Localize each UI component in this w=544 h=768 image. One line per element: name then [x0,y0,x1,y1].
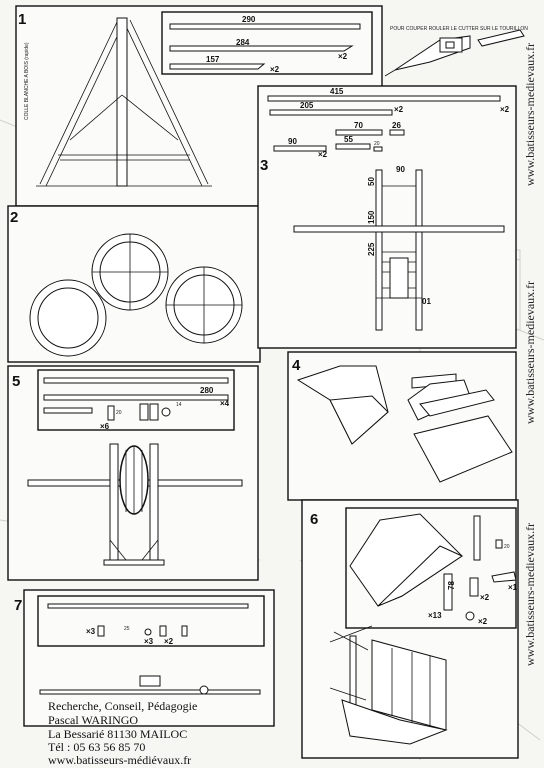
part-bracket-1 [139,403,149,421]
dim-20-a: 20 [374,141,380,147]
side-url-2: www.batisseurs-medievaux.fr [523,281,537,424]
mult-x2-d: ×2 [394,105,404,114]
mult-x2-c: ×2 [500,105,510,114]
step-6-panel: 6 20 78 ×2 ×1 ×13 ×2 [301,499,519,759]
mult-x2-b: ×2 [270,65,280,74]
step-4-panel: 4 [287,351,517,501]
cutter-drawing [384,29,525,77]
part-70 [335,129,383,136]
step-5-number: 5 [12,373,20,390]
measure-50: 50 [367,177,376,186]
part-157 [169,63,266,70]
footer-line-5: www.batisseurs-médiévaux.fr [48,753,191,767]
part-peg [97,625,105,637]
cutter-note-area: POUR COUPER ROULER LE CUTTER SUR LE TOUR… [384,26,528,77]
step-4-scoops-drawing [296,365,513,483]
part-washer [161,407,171,417]
step-3-frame [257,85,517,349]
dim-70: 70 [354,121,363,130]
dim-284: 284 [236,38,250,47]
part-long-rod [47,603,249,609]
dim-205: 205 [300,101,314,110]
step-1-number: 1 [18,11,26,28]
glue-note: COLLE BLANCHE A BOIS (rapide) [24,42,30,120]
part-290 [169,23,361,30]
mult-x13: ×13 [428,611,442,620]
measure-150: 150 [367,210,376,224]
measure-90: 90 [396,165,405,174]
part-dowel [473,515,481,561]
dim-20-b: 20 [116,410,122,416]
step-3-number: 3 [260,157,268,174]
a-frame-drawing [36,17,212,187]
step-6-number: 6 [310,511,318,528]
part-284 [169,45,354,52]
mult-x3-a: ×3 [86,627,96,636]
mult-x2-h: ×2 [164,637,174,646]
step-5-panel: 5 280 ×4 ×6 20 14 [7,365,259,581]
part-peg-2 [159,625,167,637]
part-pin [491,571,517,583]
step-2-number: 2 [10,209,18,226]
dim-26: 26 [392,121,401,130]
dim-90: 90 [288,137,297,146]
measure-225: 225 [367,242,376,256]
part-bracket-2 [149,403,159,421]
part-small-bar [43,407,93,414]
dim-157: 157 [206,55,220,64]
wheel-rings-drawing [29,233,243,357]
mult-x2-f: ×2 [480,593,490,602]
dim-55: 55 [344,135,353,144]
ladder-drawing [293,169,505,331]
step-5-axle-drawing [27,443,243,566]
dim-280: 280 [200,386,214,395]
step-3-panel: 3 415 ×2 205 ×2 70 26 90 ×2 55 20 90 [257,85,517,349]
mult-x4: ×4 [220,399,230,408]
mult-x6: ×6 [100,422,110,431]
part-rod-1 [43,377,229,384]
step-2-panel: 2 [7,205,261,363]
step-6-assembly-drawing [329,625,448,745]
part-205 [269,109,393,116]
cutter-note: POUR COUPER ROULER LE CUTTER SUR LE TOUR… [390,26,528,32]
footer-line-1: Recherche, Conseil, Pédagogie [48,699,197,713]
part-plate [469,577,479,597]
mult-x2-a: ×2 [338,52,348,61]
step-6-scoop-drawing [349,513,464,607]
dim-25: 25 [124,626,130,632]
part-26 [389,129,405,136]
dim-78: 78 [447,581,456,590]
mult-x2-e: ×2 [318,150,328,159]
part-20 [373,146,383,152]
mult-x3-b: ×3 [144,637,154,646]
part-90 [273,145,327,152]
part-55 [335,143,371,150]
measure-01: 01 [422,297,431,306]
step-7-crank-drawing [39,675,261,695]
mult-x1: ×1 [508,583,518,592]
footer-line-4: Tél : 05 63 56 85 70 [48,740,145,754]
part-small-block [495,539,503,549]
dim-20-c: 20 [504,544,510,550]
step-7-panel: 7 ×3 25 ×3 ×2 [14,589,275,727]
side-url-1: www.batisseurs-medievaux.fr [523,43,537,186]
contact-block: Recherche, Conseil, Pédagogie Pascal WAR… [48,699,197,767]
part-78 [443,573,453,611]
part-rod-2 [43,394,229,401]
part-washer-2 [465,611,475,621]
step-4-number: 4 [292,357,301,374]
dim-14: 14 [176,402,182,408]
mult-x2-g: ×2 [478,617,488,626]
part-ring [144,628,152,636]
dim-415: 415 [330,87,344,96]
part-block [107,405,115,421]
part-415 [267,95,501,102]
step-7-number: 7 [14,597,22,614]
part-clip [181,625,188,637]
dim-290: 290 [242,15,256,24]
footer-line-3: La Bessarié 81130 MAILOC [48,727,187,741]
footer-line-2: Pascal WARINGO [48,713,138,727]
side-url-3: www.batisseurs-medievaux.fr [523,523,537,666]
